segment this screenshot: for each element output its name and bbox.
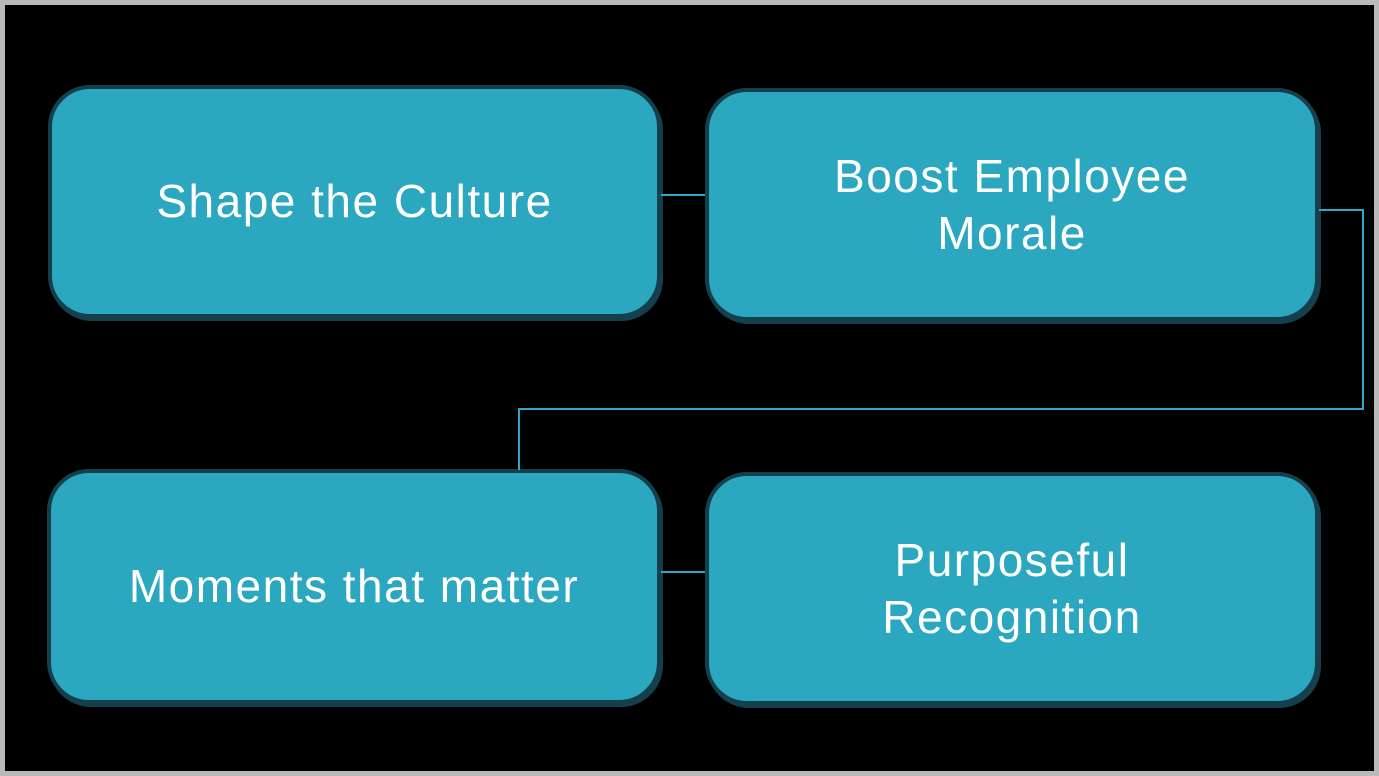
- node-shape-the-culture[interactable]: Shape the Culture: [48, 85, 661, 318]
- node-purposeful-recognition[interactable]: Purposeful Recognition: [705, 472, 1319, 705]
- node-label: Boost Employee Morale: [834, 150, 1190, 259]
- node-boost-employee-morale[interactable]: Boost Employee Morale: [705, 88, 1319, 321]
- connector-moments-to-purposeful: [661, 571, 705, 573]
- node-moments-that-matter[interactable]: Moments that matter: [47, 469, 661, 704]
- node-label: Shape the Culture: [156, 175, 553, 228]
- connector-shape-to-boost: [661, 194, 705, 196]
- connector-boost-to-moments-segment-exit: [1319, 209, 1364, 211]
- node-label: Purposeful Recognition: [882, 534, 1142, 643]
- connector-boost-to-moments-segment-enter: [518, 408, 520, 470]
- connector-boost-to-moments-segment-across: [518, 408, 1364, 410]
- connector-boost-to-moments-segment-down: [1362, 209, 1364, 410]
- node-label: Moments that matter: [128, 560, 580, 613]
